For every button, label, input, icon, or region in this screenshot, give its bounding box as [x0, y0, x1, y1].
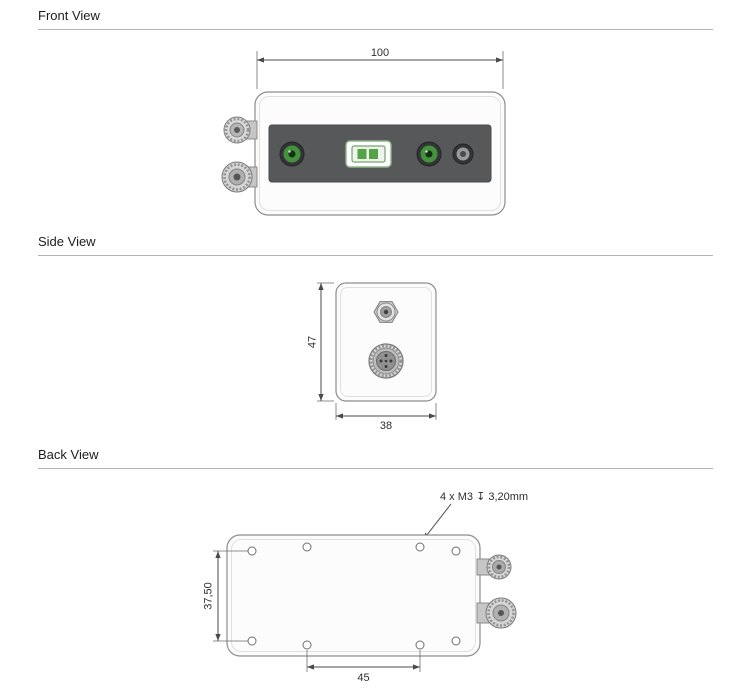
front-connector-a-green [279, 141, 305, 167]
screw-hole [247, 636, 257, 646]
screw-hole [451, 546, 461, 556]
side-depth-dimension: 38 [335, 403, 437, 432]
back-vertical-dim-label: 37,50 [203, 582, 215, 610]
side-depth-dim-label: 38 [380, 420, 392, 432]
front-connector-top-left [223, 116, 258, 144]
back-hole-annotation-label: 4 x M3 ↧ 3,20mm [440, 491, 528, 503]
screw-hole [415, 640, 425, 650]
screw-hole [247, 546, 257, 556]
side-height-dimension: 47 [307, 282, 334, 402]
side-view-divider [38, 255, 713, 256]
back-screw-holes [247, 542, 461, 650]
back-connector-bottom-right [476, 597, 517, 629]
back-hole-annotation: 4 x M3 ↧ 3,20mm [422, 491, 528, 541]
back-view-title: Back View [38, 447, 99, 462]
back-vertical-dimension: 37,50 [203, 550, 248, 642]
front-connector-b-green [416, 141, 442, 167]
side-connector-bottom-m12 [368, 343, 404, 379]
screw-hole [302, 542, 312, 552]
back-connector-top-right [476, 554, 512, 580]
back-device-body [226, 534, 481, 657]
back-horizontal-dim-label: 45 [357, 672, 369, 684]
front-width-dim-label: 100 [371, 47, 389, 59]
front-connector-c-gray [452, 143, 474, 165]
front-view-title: Front View [38, 8, 100, 23]
display-led-left [357, 149, 367, 159]
side-view-title: Side View [38, 234, 96, 249]
back-horizontal-dimension: 45 [306, 650, 421, 684]
side-device-body [335, 282, 437, 402]
back-view-divider [38, 468, 713, 469]
screw-hole [451, 636, 461, 646]
side-view-drawing: 47 38 [307, 282, 437, 432]
back-view-drawing: 4 x M3 ↧ 3,20mm [203, 491, 529, 684]
front-connector-bottom-left [221, 161, 258, 193]
side-connector-top [373, 301, 399, 323]
screw-hole [415, 542, 425, 552]
front-status-display [345, 140, 392, 168]
display-led-right [369, 149, 378, 159]
screw-hole [302, 640, 312, 650]
front-width-dimension: 100 [256, 47, 504, 89]
side-height-dim-label: 47 [307, 336, 319, 348]
front-view-divider [38, 29, 713, 30]
front-view-drawing: 100 [221, 47, 506, 216]
